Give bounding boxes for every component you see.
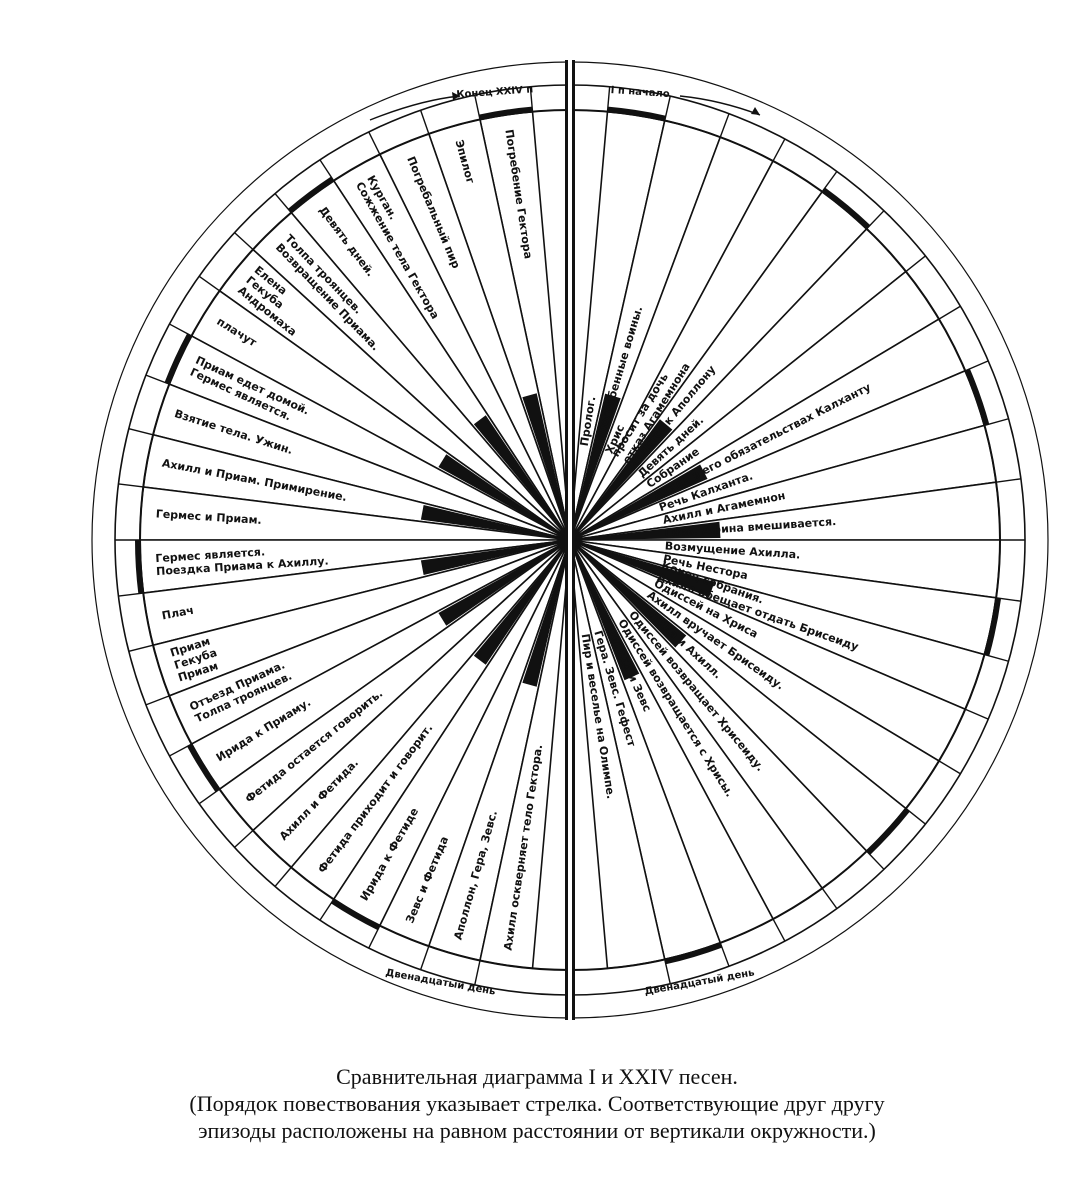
left-ring-divider (474, 94, 481, 120)
left-ring-divider (145, 695, 170, 706)
right-segment-tip (570, 464, 708, 540)
left-ring-divider (145, 374, 170, 385)
left-ring-divider (368, 925, 381, 949)
right-ring-divider (772, 918, 786, 942)
right-ring-divider (821, 171, 838, 193)
left-ring-divider (529, 86, 534, 112)
left-ring-divider (419, 109, 430, 135)
left-ring-divider (118, 592, 144, 597)
top-left-label: Конец XXIV п (456, 84, 534, 100)
right-ring-divider (772, 138, 786, 162)
left-ring-band (478, 106, 533, 121)
left-ring-divider (198, 275, 220, 292)
left-ring-divider (274, 866, 292, 887)
caption-note-line-2: эпизоды расположены на равном расстоянии… (198, 1118, 876, 1143)
right-ring-divider (965, 360, 989, 372)
right-segment-tip (570, 521, 721, 540)
right-ring-divider (938, 760, 961, 775)
left-segment-label-group: Плач (161, 604, 195, 623)
left-ring-divider (419, 945, 430, 971)
left-ring-divider (128, 427, 154, 436)
left-ring-divider (474, 960, 481, 986)
left-ring-divider (169, 743, 192, 757)
right-ring-divider (905, 255, 926, 273)
right-ring-divider (996, 478, 1021, 483)
caption-title: Сравнительная диаграмма I и XXIV песен. (336, 1064, 738, 1089)
left-segment-label: Плач (161, 604, 195, 623)
left-segment-label-line: Плач (161, 604, 195, 623)
left-segment-tip (438, 540, 570, 626)
top-right-arrowhead (751, 107, 760, 115)
left-segment-tip (420, 504, 570, 540)
right-segment-tip (570, 393, 621, 540)
right-ring-divider (606, 86, 611, 112)
right-ring-divider (984, 418, 1009, 427)
top-right-arrow (679, 95, 761, 116)
right-ring-divider (664, 96, 671, 121)
left-ring-band (187, 743, 221, 793)
right-ring-divider (719, 113, 730, 138)
right-segment-tip (570, 540, 640, 681)
left-segment-tip (522, 540, 570, 687)
left-ring-band (330, 898, 381, 931)
right-ring-band (821, 187, 871, 230)
left-ring-divider (128, 644, 154, 653)
center-divider (565, 60, 575, 1020)
bottom-left-label: Двенадцатый день (385, 967, 497, 997)
center-bar-gap (568, 60, 572, 1020)
right-ring-divider (996, 597, 1021, 602)
left-ring-divider (319, 159, 335, 182)
right-ring-divider (938, 305, 961, 320)
left-segment-tip (473, 540, 570, 665)
caption-note-line-1: (Порядок повествования указывает стрелка… (189, 1091, 885, 1116)
top-left-arrowhead (452, 92, 460, 100)
right-ring-band (866, 807, 910, 855)
right-ring-band (983, 597, 1002, 656)
left-ring-divider (368, 131, 381, 155)
right-ring-band (607, 106, 666, 122)
left-ring-divider (234, 829, 254, 848)
bottom-right-label: Двенадцатый день (644, 967, 756, 997)
left-ring-band (287, 176, 335, 214)
wedge-segments (139, 110, 1001, 970)
right-ring-band (964, 368, 990, 426)
left-ring-band (135, 539, 145, 594)
right-ring-band (664, 941, 723, 965)
left-ring-divider (118, 483, 144, 488)
left-ring-divider (198, 788, 220, 805)
right-segment-tip (570, 419, 673, 540)
left-ring-divider (234, 232, 254, 251)
right-ring-divider (866, 850, 885, 870)
right-ring-divider (821, 887, 838, 909)
caption: Сравнительная диаграмма I и XXIV песен. … (0, 1063, 1074, 1144)
top-left-arrow (369, 95, 461, 121)
left-segment-tip (473, 415, 570, 540)
right-segment-tip (570, 540, 715, 598)
left-segment-tip (438, 454, 570, 540)
right-ring-divider (965, 708, 989, 720)
right-ring-divider (905, 807, 926, 825)
top-right-label: I п начало (610, 85, 670, 100)
left-ring-divider (319, 898, 335, 921)
left-ring-band (164, 333, 193, 385)
right-ring-divider (719, 942, 730, 967)
right-segment-tip (570, 540, 687, 648)
